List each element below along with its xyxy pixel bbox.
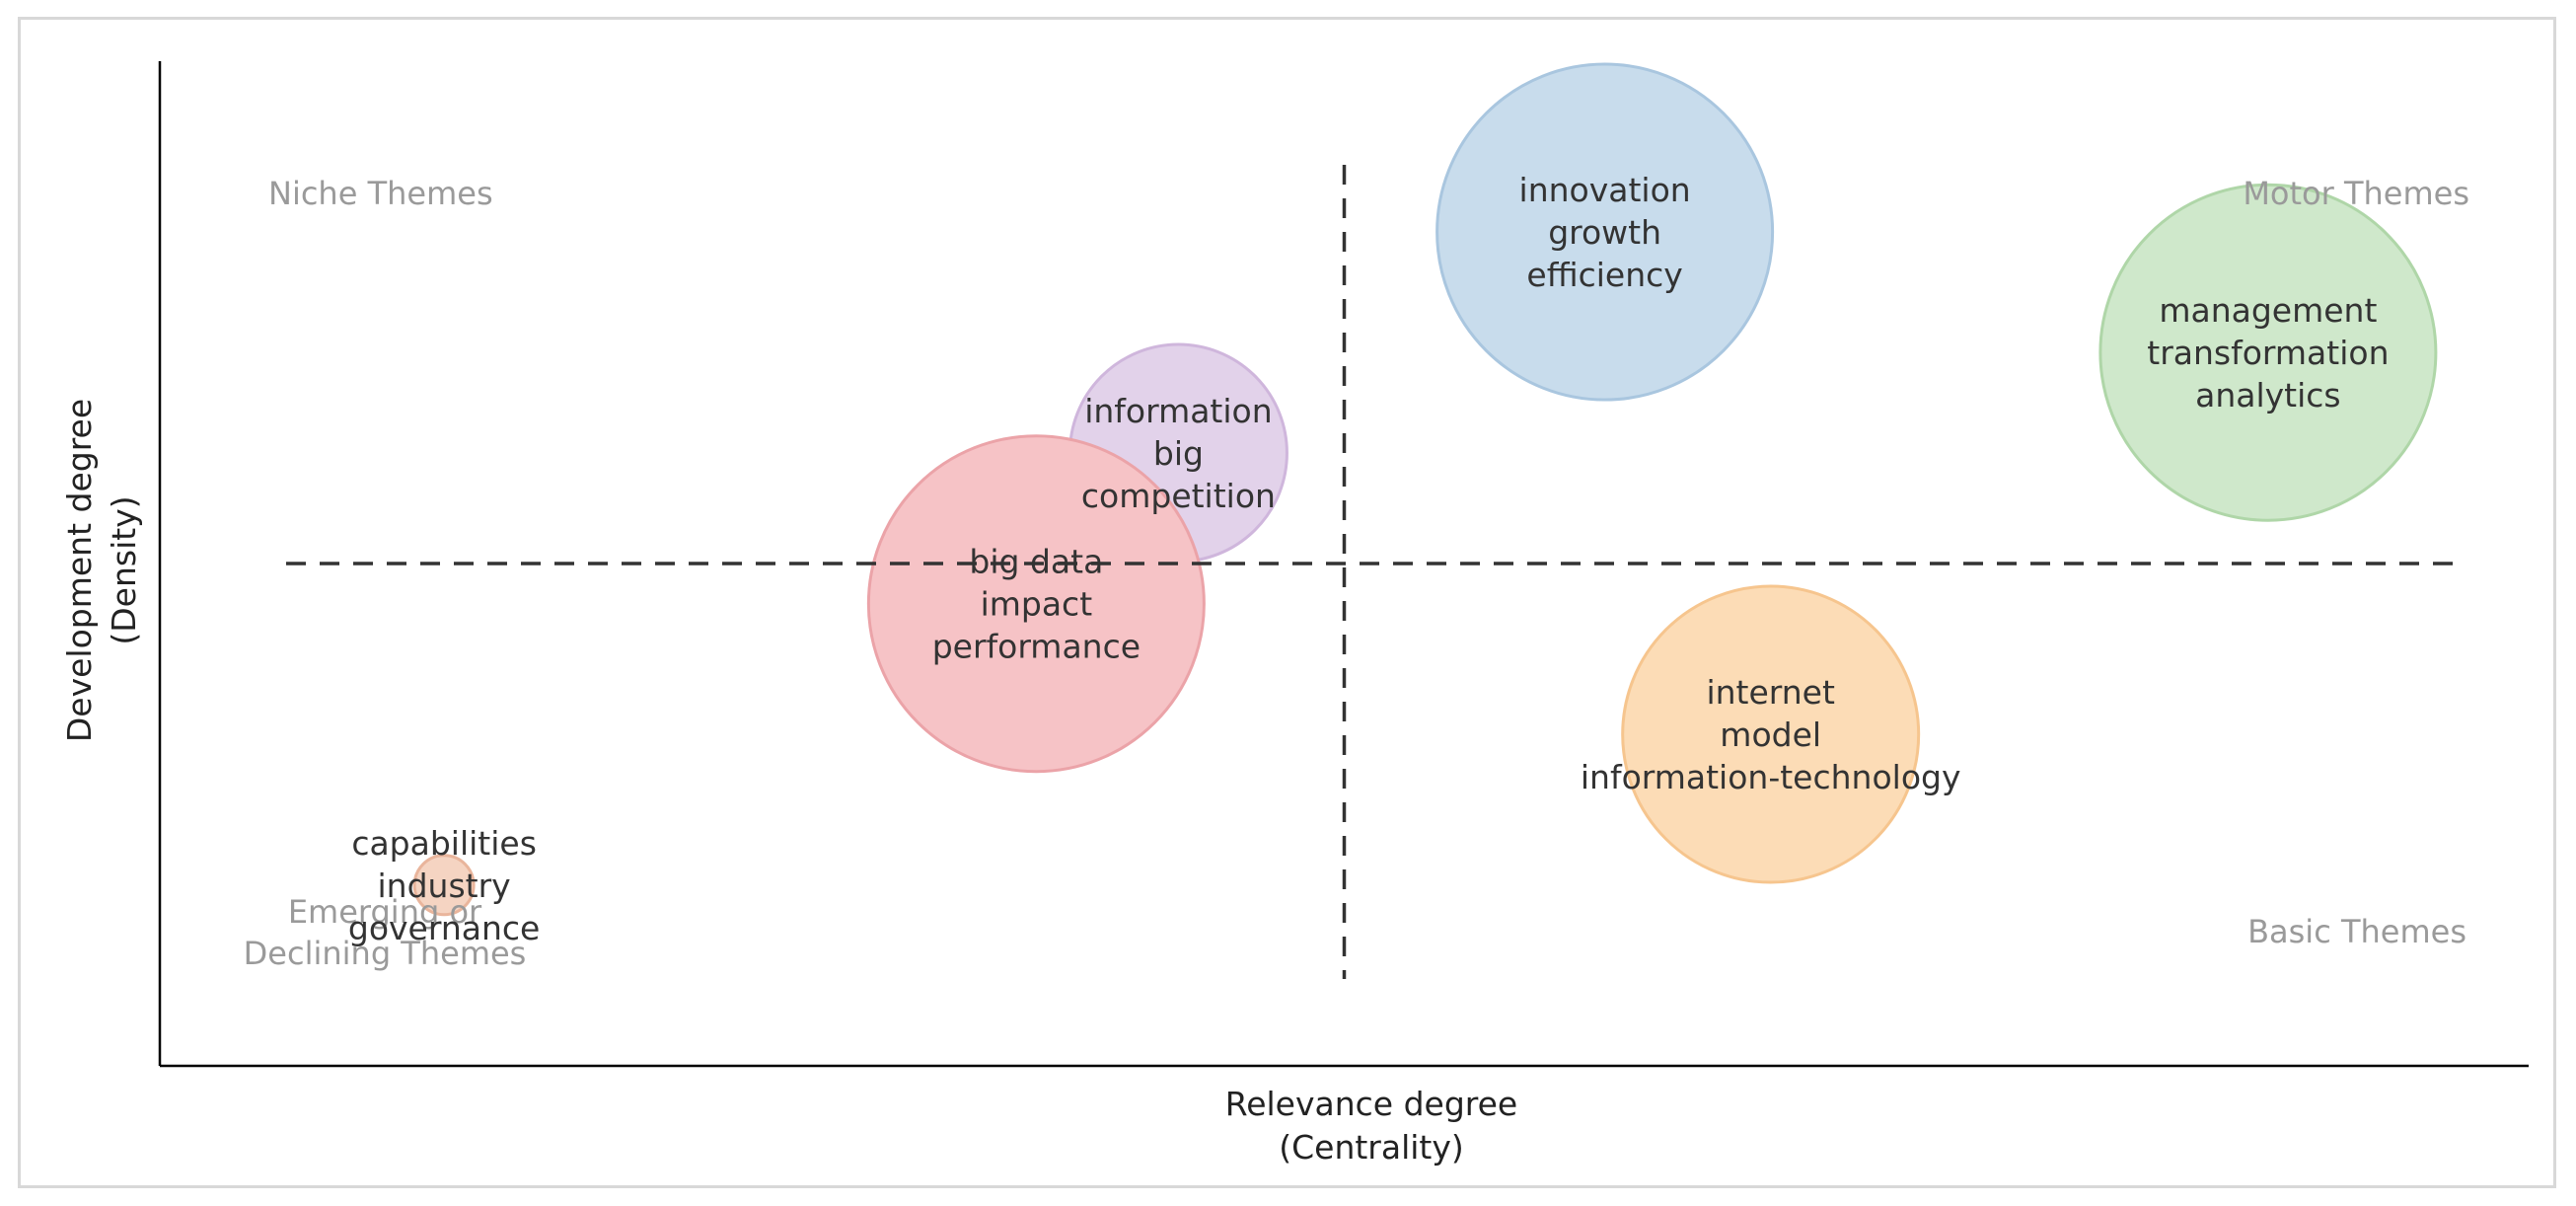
bubble-1-term-2: efficiency <box>1526 256 1682 294</box>
bubble-0-term-0: information <box>1084 392 1272 430</box>
y-axis-subtitle: (Density) <box>105 495 143 644</box>
bubble-0-term-2: competition <box>1081 477 1276 515</box>
bubble-3-term-2: performance <box>932 628 1141 666</box>
bubble-2-term-1: transformation <box>2147 334 2389 372</box>
bubble-2-term-2: analytics <box>2195 376 2341 415</box>
bubble-3-term-0: big data <box>969 543 1103 581</box>
x-axis-subtitle: (Centrality) <box>1279 1128 1464 1167</box>
quadrant-label-emerging: Emerging or <box>288 893 482 931</box>
bubble-1-term-1: growth <box>1548 213 1661 252</box>
quadrant-label-niche: Niche Themes <box>268 175 493 212</box>
y-axis-title-group: Development degree <box>60 399 99 742</box>
quadrant-label-declining: Declining Themes <box>244 935 527 972</box>
theme-bubble-3[interactable] <box>866 434 1206 774</box>
bubble-3-term-1: impact <box>981 585 1093 624</box>
theme-bubble-1[interactable] <box>1435 62 1775 402</box>
x-axis-title: Relevance degree <box>1225 1085 1517 1123</box>
bubble-5-term-1: industry <box>378 867 511 905</box>
theme-bubble-5[interactable] <box>412 854 476 917</box>
quadrant-label-basic: Basic Themes <box>2247 913 2466 950</box>
bubble-5-term-2: governance <box>348 909 540 947</box>
quadrant-label-motor: Motor Themes <box>2243 175 2469 212</box>
bubble-labels-layer: information big competition innovation growt… <box>348 171 2390 947</box>
theme-bubble-4[interactable] <box>1621 584 1921 884</box>
bubble-2-term-0: management <box>2159 291 2377 330</box>
bubble-5-term-0: capabilities <box>351 824 537 863</box>
chart-frame <box>18 17 2556 1188</box>
bubble-4-term-0: internet <box>1706 673 1835 712</box>
theme-bubble-2[interactable] <box>2098 183 2438 522</box>
bubble-4-term-2: information-technology <box>1581 758 1961 796</box>
y-axis-subtitle-group: (Density) <box>105 495 143 644</box>
bubble-0-term-1: big <box>1153 434 1204 473</box>
y-axis-title: Development degree <box>60 399 99 742</box>
bubble-1-term-0: innovation <box>1519 171 1691 209</box>
bubble-4-term-1: model <box>1720 716 1821 754</box>
bubbles-layer <box>412 62 2438 917</box>
